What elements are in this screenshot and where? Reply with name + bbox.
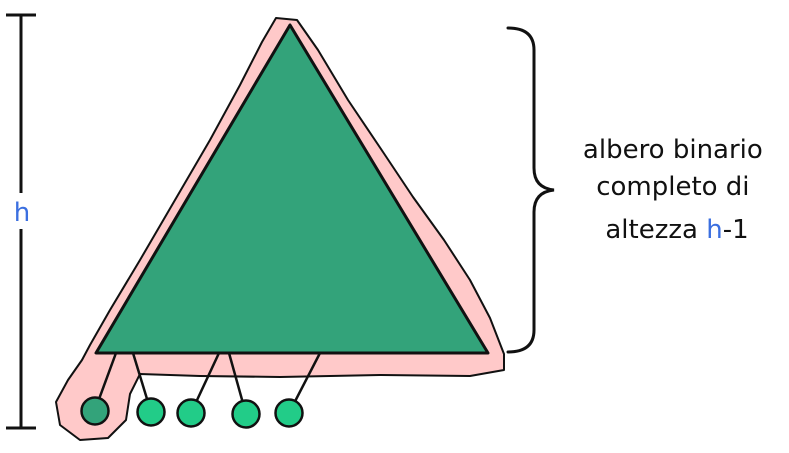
subtree-triangle [94,23,490,355]
leaf-nodes [80,396,304,429]
brace-label-line2: completo di [596,172,749,202]
height-label-bg [8,193,36,229]
brace-label: albero binario completo di altezza h-1 [583,135,771,245]
brace-label-line3-prefix: altezza [605,215,706,245]
brace-label-variable: h [706,215,722,245]
subtree-brace [506,26,555,354]
leaf-node-highlighted [80,396,110,426]
leaf-node [136,397,166,427]
leaf-node [231,399,261,429]
brace-label-line3-suffix: -1 [723,215,749,245]
brace-label-line1: albero binario [583,135,763,165]
leaf-node [176,398,206,428]
leaf-node [274,398,304,428]
height-label: h [14,198,30,228]
